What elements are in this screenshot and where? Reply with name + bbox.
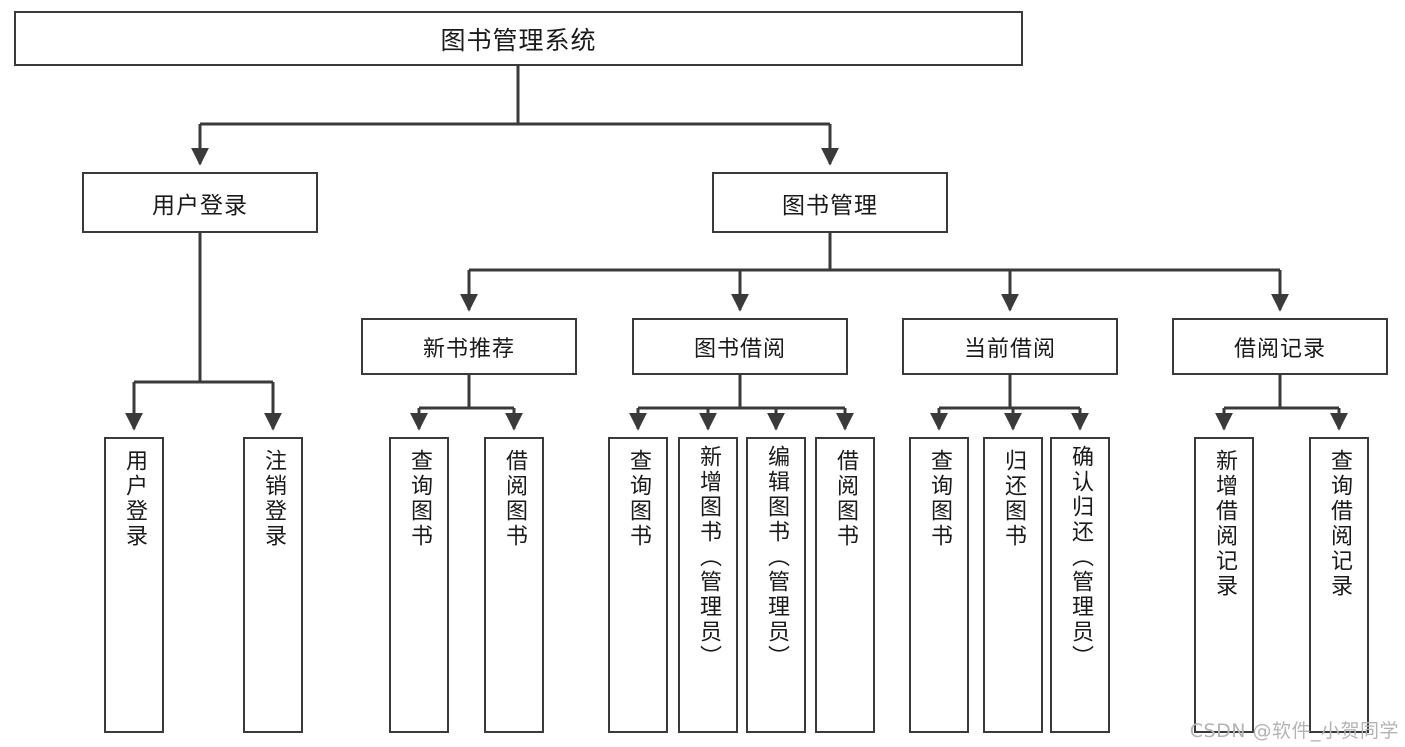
node-current-borrow[interactable]: 当前借阅 <box>902 318 1118 375</box>
node-leaf-borrow-book-2[interactable]: 借阅图书 <box>815 437 875 733</box>
node-user-login-label: 用户登录 <box>152 192 248 219</box>
node-leaf-add-book-label: 新增图书（管理员） <box>696 445 721 670</box>
node-user-login[interactable]: 用户登录 <box>82 172 318 233</box>
node-book-borrow[interactable]: 图书借阅 <box>632 318 848 375</box>
node-leaf-borrow-book-2-label: 借阅图书 <box>833 449 858 549</box>
node-leaf-confirm-return-label: 确认归还（管理员） <box>1068 445 1093 670</box>
node-leaf-user-logout[interactable]: 注销登录 <box>243 437 303 733</box>
node-leaf-query-book-3-label: 查询图书 <box>927 449 952 549</box>
node-leaf-edit-book-label: 编辑图书（管理员） <box>764 445 789 670</box>
node-leaf-return-book-label: 归还图书 <box>1001 449 1026 549</box>
node-leaf-query-book-3[interactable]: 查询图书 <box>909 437 969 733</box>
node-leaf-edit-book[interactable]: 编辑图书（管理员） <box>746 437 806 733</box>
node-borrow-record-label: 借阅记录 <box>1233 336 1326 362</box>
node-leaf-query-book-2-label: 查询图书 <box>626 449 651 549</box>
node-leaf-query-record[interactable]: 查询借阅记录 <box>1309 437 1369 733</box>
node-leaf-borrow-book-1[interactable]: 借阅图书 <box>484 437 544 733</box>
node-leaf-return-book[interactable]: 归还图书 <box>983 437 1043 733</box>
node-leaf-add-record[interactable]: 新增借阅记录 <box>1194 437 1254 733</box>
node-new-book-recommend[interactable]: 新书推荐 <box>361 318 577 375</box>
node-book-manage-label: 图书管理 <box>782 192 878 219</box>
watermark: CSDN @软件_小贺同学 <box>1189 720 1399 742</box>
node-leaf-user-login[interactable]: 用户登录 <box>104 437 164 733</box>
node-current-borrow-label: 当前借阅 <box>963 336 1056 362</box>
node-book-manage[interactable]: 图书管理 <box>712 172 948 233</box>
node-leaf-query-record-label: 查询借阅记录 <box>1327 449 1352 599</box>
node-root-label: 图书管理系统 <box>440 25 597 55</box>
node-leaf-query-book-1[interactable]: 查询图书 <box>389 437 449 733</box>
node-book-borrow-label: 图书借阅 <box>693 336 786 362</box>
node-leaf-borrow-book-1-label: 借阅图书 <box>502 449 527 549</box>
node-borrow-record[interactable]: 借阅记录 <box>1172 318 1388 375</box>
node-leaf-query-book-2[interactable]: 查询图书 <box>608 437 668 733</box>
node-leaf-confirm-return[interactable]: 确认归还（管理员） <box>1050 437 1110 733</box>
node-leaf-add-book[interactable]: 新增图书（管理员） <box>678 437 738 733</box>
node-leaf-query-book-1-label: 查询图书 <box>407 449 432 549</box>
node-new-book-recommend-label: 新书推荐 <box>422 336 515 362</box>
node-leaf-add-record-label: 新增借阅记录 <box>1212 449 1237 599</box>
node-root[interactable]: 图书管理系统 <box>14 11 1023 66</box>
node-leaf-user-logout-label: 注销登录 <box>261 449 286 549</box>
node-leaf-user-login-label: 用户登录 <box>122 449 147 549</box>
